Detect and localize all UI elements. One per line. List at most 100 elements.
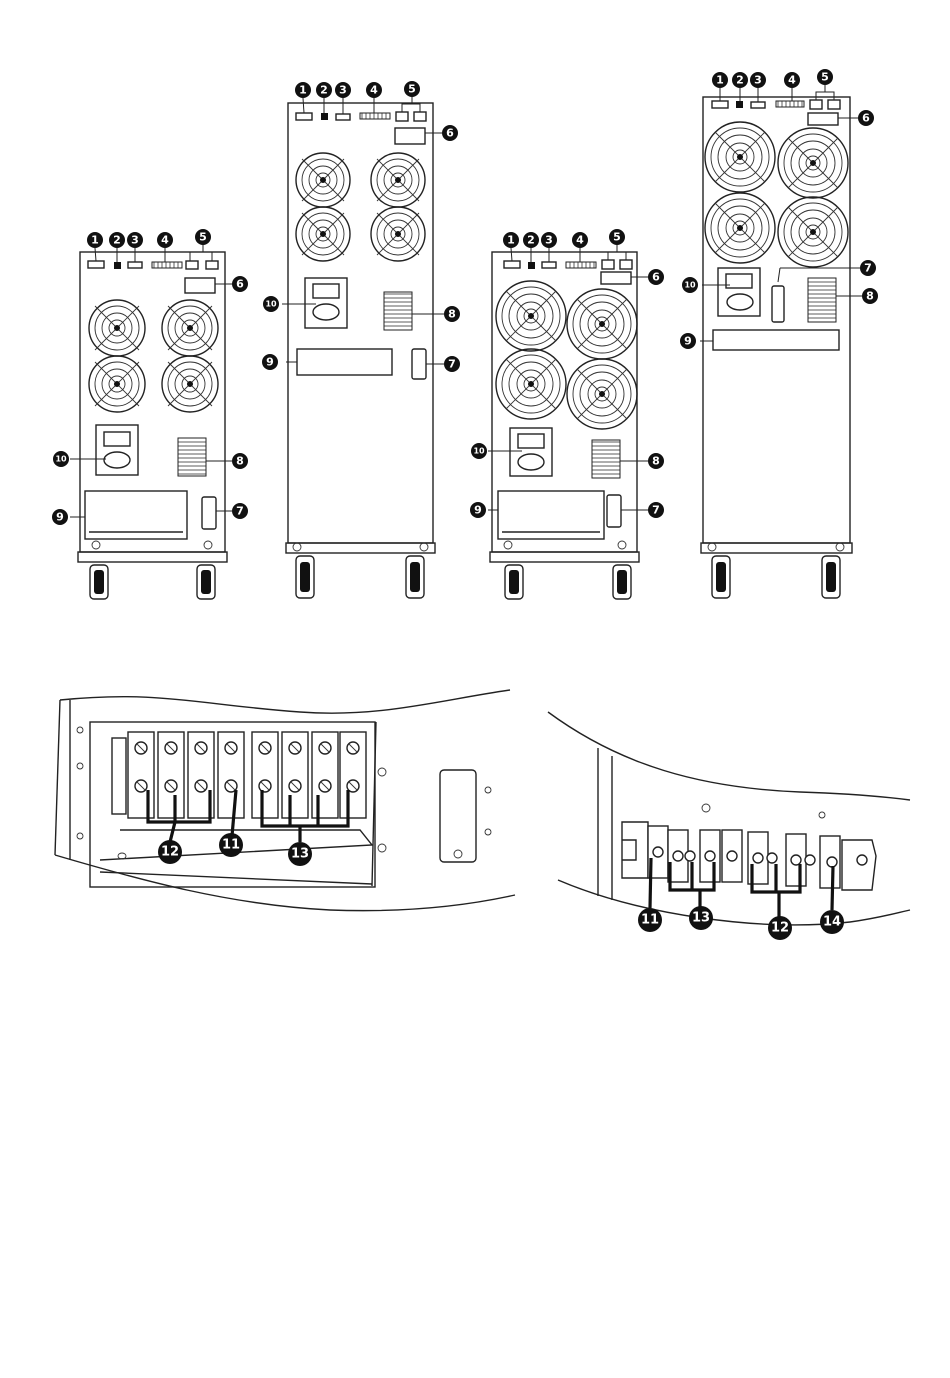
callout-5: 5 <box>609 229 625 245</box>
svg-text:7: 7 <box>448 358 456 371</box>
cabinet-c-fan <box>496 349 566 419</box>
cabinet-d-output-socket <box>808 278 836 322</box>
svg-text:7: 7 <box>864 262 872 275</box>
cabinet-a-fan <box>162 300 218 356</box>
cabinet-d-base <box>701 543 852 553</box>
cabinet-c-wheel <box>505 565 523 599</box>
svg-text:5: 5 <box>821 71 829 84</box>
cabinet-b-fan <box>371 153 425 207</box>
cabinet-a-fan <box>162 356 218 412</box>
callouts-top: 1 2 3 4 5 6 8 7 9 10 1 2 3 4 5 6 8 7 9 1… <box>52 69 878 525</box>
svg-text:11: 11 <box>641 913 659 928</box>
callout-8: 8 <box>444 306 460 322</box>
svg-text:2: 2 <box>320 84 328 97</box>
cabinet-b-port-network-out <box>414 112 426 121</box>
cabinet-b-fan <box>296 207 350 261</box>
terminal-block-detail-right: 11 13 12 14 <box>548 712 910 940</box>
callout-5: 5 <box>404 81 420 97</box>
callout-14: 14 <box>820 910 844 934</box>
callout-2: 2 <box>109 232 125 248</box>
cabinet-c-fan <box>567 359 637 429</box>
cabinet-a-battery-connector <box>202 497 216 529</box>
callout-6: 6 <box>232 276 248 292</box>
callout-2: 2 <box>316 82 332 98</box>
cabinet-b-slot <box>395 128 425 144</box>
cabinet-a-fan <box>89 300 145 356</box>
callout-11: 11 <box>219 833 243 857</box>
cabinet-b-terminal-strip <box>360 113 390 119</box>
svg-text:9: 9 <box>684 335 692 348</box>
callout-9: 9 <box>680 333 696 349</box>
cabinet-c-battery-connector <box>607 495 621 527</box>
cabinet-a-wheel <box>90 565 108 599</box>
svg-text:9: 9 <box>474 504 482 517</box>
svg-text:3: 3 <box>754 74 762 87</box>
terminal <box>158 732 184 818</box>
cabinet-d-port-rs232 <box>712 101 728 108</box>
callout-7: 7 <box>232 503 248 519</box>
cabinet-c-input-breaker <box>510 428 552 476</box>
callout-10: 10 <box>263 296 279 312</box>
cabinet-c-port-network-in <box>602 260 614 269</box>
callout-3: 3 <box>127 232 143 248</box>
terminal <box>700 830 720 882</box>
cabinet-c-fan <box>496 281 566 351</box>
cabinet-d-terminal-strip <box>776 101 804 107</box>
svg-text:12: 12 <box>161 845 179 860</box>
cabinet-a-slot <box>185 278 215 293</box>
bus-bar-11 <box>650 858 651 908</box>
callout-3: 3 <box>335 82 351 98</box>
callout-8: 8 <box>232 453 248 469</box>
cabinet-a-rear-view <box>78 252 227 599</box>
callout-8: 8 <box>862 288 878 304</box>
cabinet-a-fan <box>89 356 145 412</box>
terminal-block-detail-left: 12 11 13 <box>55 690 515 911</box>
callout-4: 4 <box>784 72 800 88</box>
callout-5: 5 <box>195 229 211 245</box>
svg-text:2: 2 <box>527 234 535 247</box>
callout-12: 12 <box>158 840 182 864</box>
svg-text:13: 13 <box>692 911 710 926</box>
cabinet-d-input-breaker <box>718 268 760 316</box>
cabinet-d-rear-view <box>701 97 852 598</box>
svg-text:10: 10 <box>473 447 485 456</box>
terminal-row-left <box>112 732 366 818</box>
bus-bar-11 <box>232 790 236 836</box>
svg-text:7: 7 <box>236 505 244 518</box>
cabinet-c-base <box>490 552 639 562</box>
svg-text:10: 10 <box>55 455 67 464</box>
callout-1: 1 <box>87 232 103 248</box>
cabinet-c-port-rs232 <box>504 261 520 268</box>
callout-13: 13 <box>288 842 312 866</box>
cabinet-d-battery-connector <box>772 286 784 322</box>
cabinet-b-port-epo <box>336 114 350 120</box>
cabinet-b-fan <box>296 153 350 207</box>
svg-text:3: 3 <box>339 84 347 97</box>
cabinet-d-port-epo <box>751 102 765 108</box>
cabinet-d-wheel <box>712 556 730 598</box>
svg-text:5: 5 <box>408 83 416 96</box>
callout-11: 11 <box>638 908 662 932</box>
cabinet-d-fan <box>778 197 848 267</box>
callout-7: 7 <box>444 356 460 372</box>
callout-10: 10 <box>682 277 698 293</box>
cabinet-a-base <box>78 552 227 562</box>
callout-4: 4 <box>572 232 588 248</box>
cabinet-b-wheel <box>296 556 314 598</box>
callout-2: 2 <box>523 232 539 248</box>
svg-text:13: 13 <box>291 847 309 862</box>
cabinet-c-terminal-strip <box>566 262 596 268</box>
terminal-end-cap-left <box>622 822 648 878</box>
callout-13: 13 <box>689 906 713 930</box>
cabinet-b-port-rs232 <box>296 113 312 120</box>
bus-bar-14 <box>832 866 833 910</box>
svg-text:1: 1 <box>507 234 515 247</box>
svg-text:5: 5 <box>199 231 207 244</box>
cabinet-a-port-epo <box>128 262 142 268</box>
callout-9: 9 <box>52 509 68 525</box>
svg-text:1: 1 <box>91 234 99 247</box>
svg-text:8: 8 <box>236 455 244 468</box>
callout-5: 5 <box>817 69 833 85</box>
terminal <box>128 732 154 818</box>
cabinet-c-port-epo <box>542 262 556 268</box>
